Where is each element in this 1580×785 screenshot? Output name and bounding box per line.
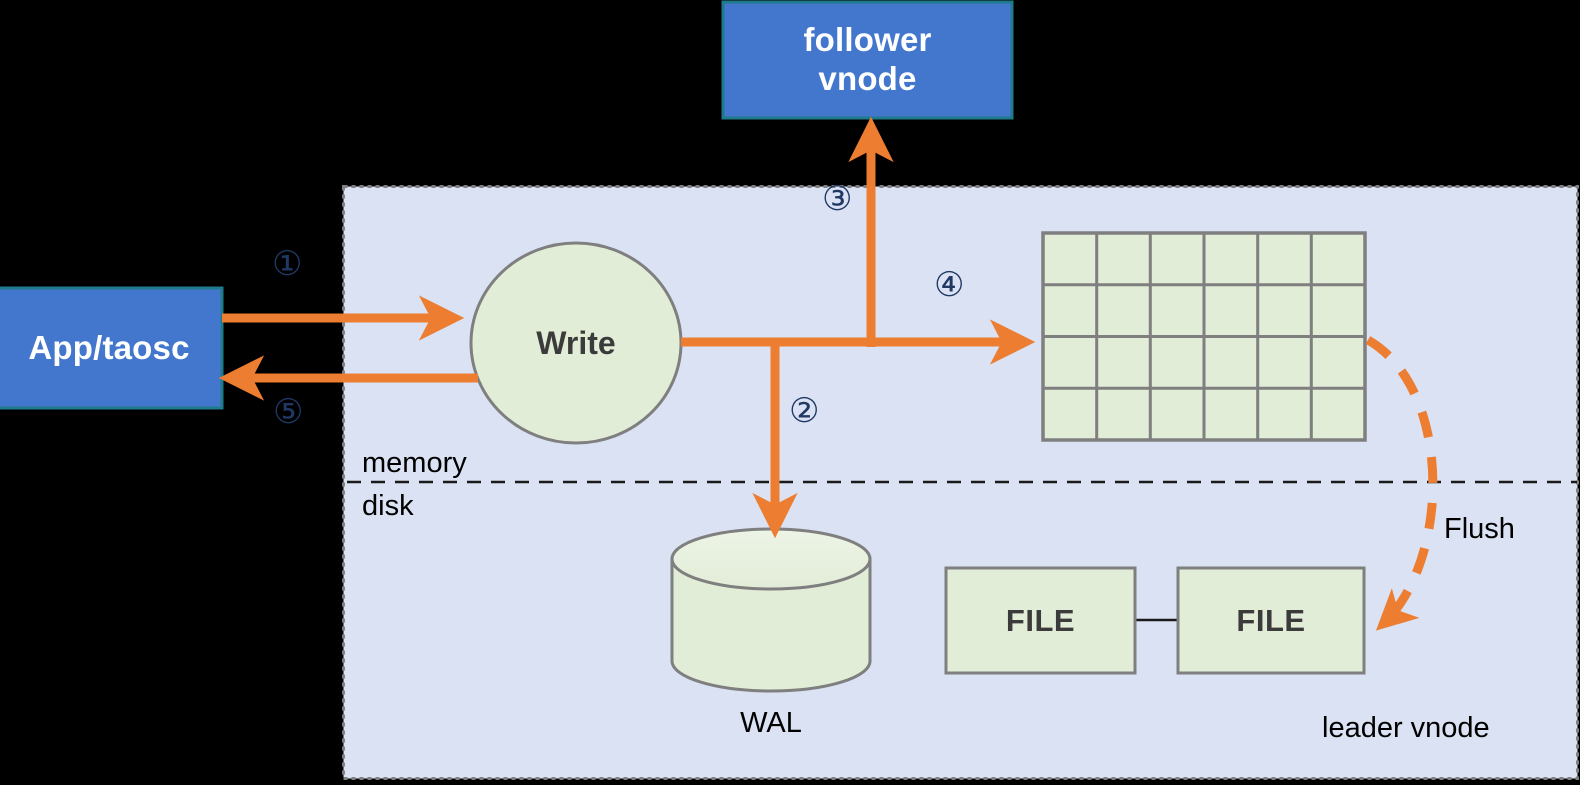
app-taosc-box[interactable] bbox=[0, 286, 224, 410]
follower-vnode-box[interactable] bbox=[721, 0, 1014, 120]
arrow-flush-dashed bbox=[1365, 336, 1438, 631]
file-box-right[interactable] bbox=[1176, 566, 1366, 675]
write-node-ellipse[interactable] bbox=[469, 241, 683, 445]
file-box-left[interactable] bbox=[944, 566, 1137, 675]
wal-cylinder[interactable] bbox=[670, 527, 872, 693]
memtable-grid[interactable] bbox=[1041, 231, 1367, 442]
